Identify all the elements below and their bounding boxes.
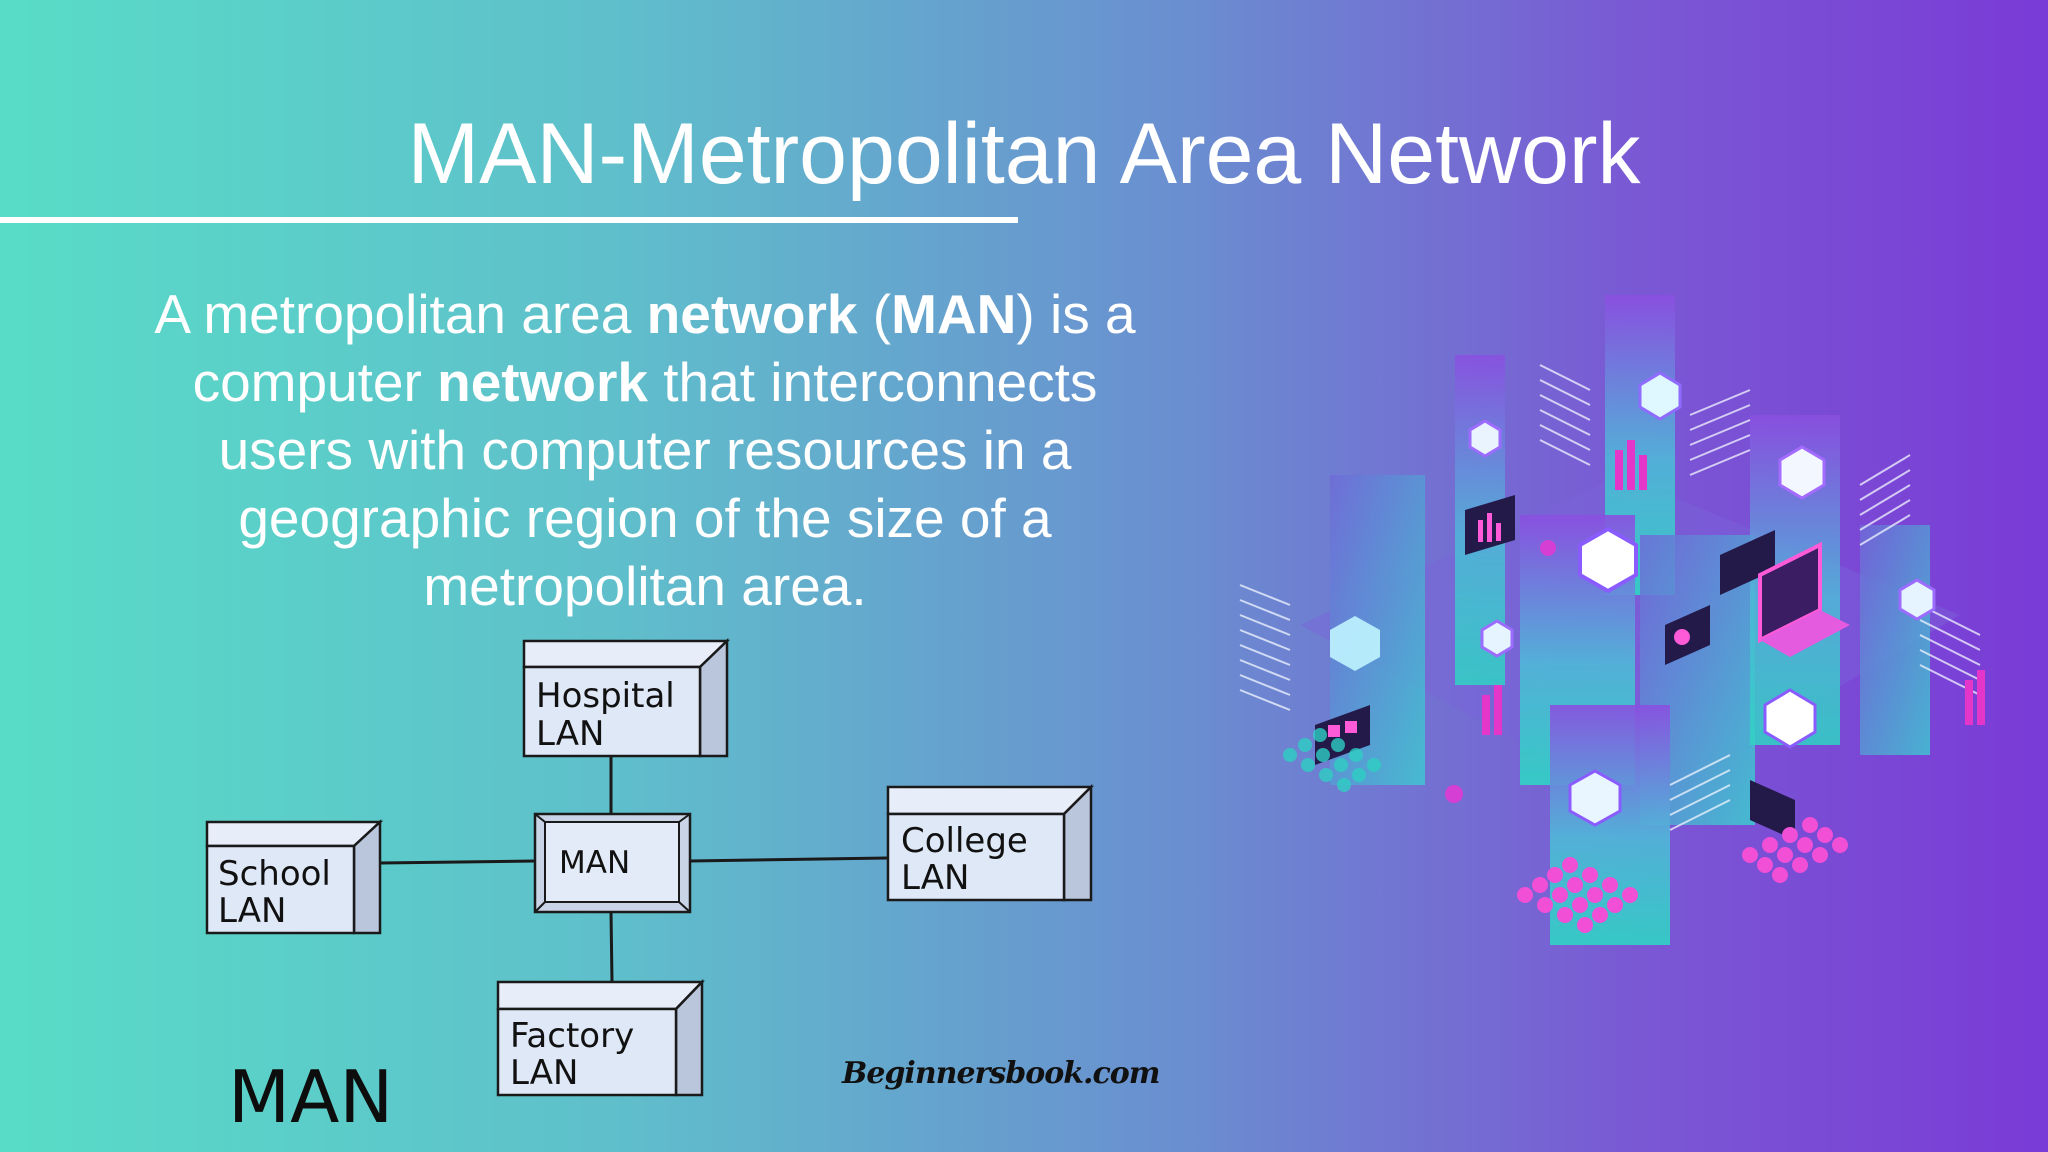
school-lan-box: School LAN [205, 819, 384, 935]
factory-label-line2: LAN [510, 1053, 578, 1093]
site-credit: Beginnersbook.com [842, 1056, 1160, 1091]
definition-bold-network: network [646, 283, 858, 345]
link-school-man [379, 859, 536, 865]
city-crystals [1330, 371, 1936, 827]
definition-bold-network: network [437, 351, 648, 413]
city-node-grid [1517, 817, 1848, 933]
title-underline [0, 217, 1018, 223]
city-magenta-bars [1445, 440, 1985, 803]
school-label-line1: School [218, 854, 331, 894]
factory-label-line1: Factory [510, 1016, 634, 1056]
slide-title: MAN-Metropolitan Area Network [407, 106, 1641, 202]
city-screens [1315, 495, 1850, 840]
man-hub-label: MAN [559, 845, 630, 881]
isometric-city-illustration [1239, 295, 1985, 945]
definition-part: ( [857, 283, 892, 345]
college-label-line2: LAN [901, 858, 969, 898]
link-man-factory [609, 911, 614, 983]
factory-lan-box: Factory LAN [496, 978, 705, 1097]
college-lan-box: College LAN [886, 783, 1095, 902]
city-teal-grid [1283, 728, 1381, 792]
definition-part: ) is a computer [192, 283, 1136, 413]
hospital-label-line1: Hospital [536, 676, 675, 716]
definition-part: that interconnects users with computer r… [218, 351, 1098, 617]
school-label-line2: LAN [218, 891, 286, 931]
man-hub-box: MAN [533, 812, 692, 914]
hospital-lan-box: Hospital LAN [522, 638, 731, 758]
definition-bold-man: MAN [891, 283, 1017, 345]
hospital-label-line2: LAN [536, 714, 604, 754]
definition-text: A metropolitan area network (MAN) is a c… [120, 280, 1170, 620]
diagram-caption: MAN [228, 1055, 394, 1139]
college-label-line1: College [901, 821, 1028, 861]
link-man-college [689, 856, 889, 863]
man-network-diagram: Hospital LAN School LAN MAN College LAN … [205, 638, 1095, 1097]
city-light-panels [1239, 364, 1981, 831]
definition-part: A metropolitan area [154, 283, 647, 345]
